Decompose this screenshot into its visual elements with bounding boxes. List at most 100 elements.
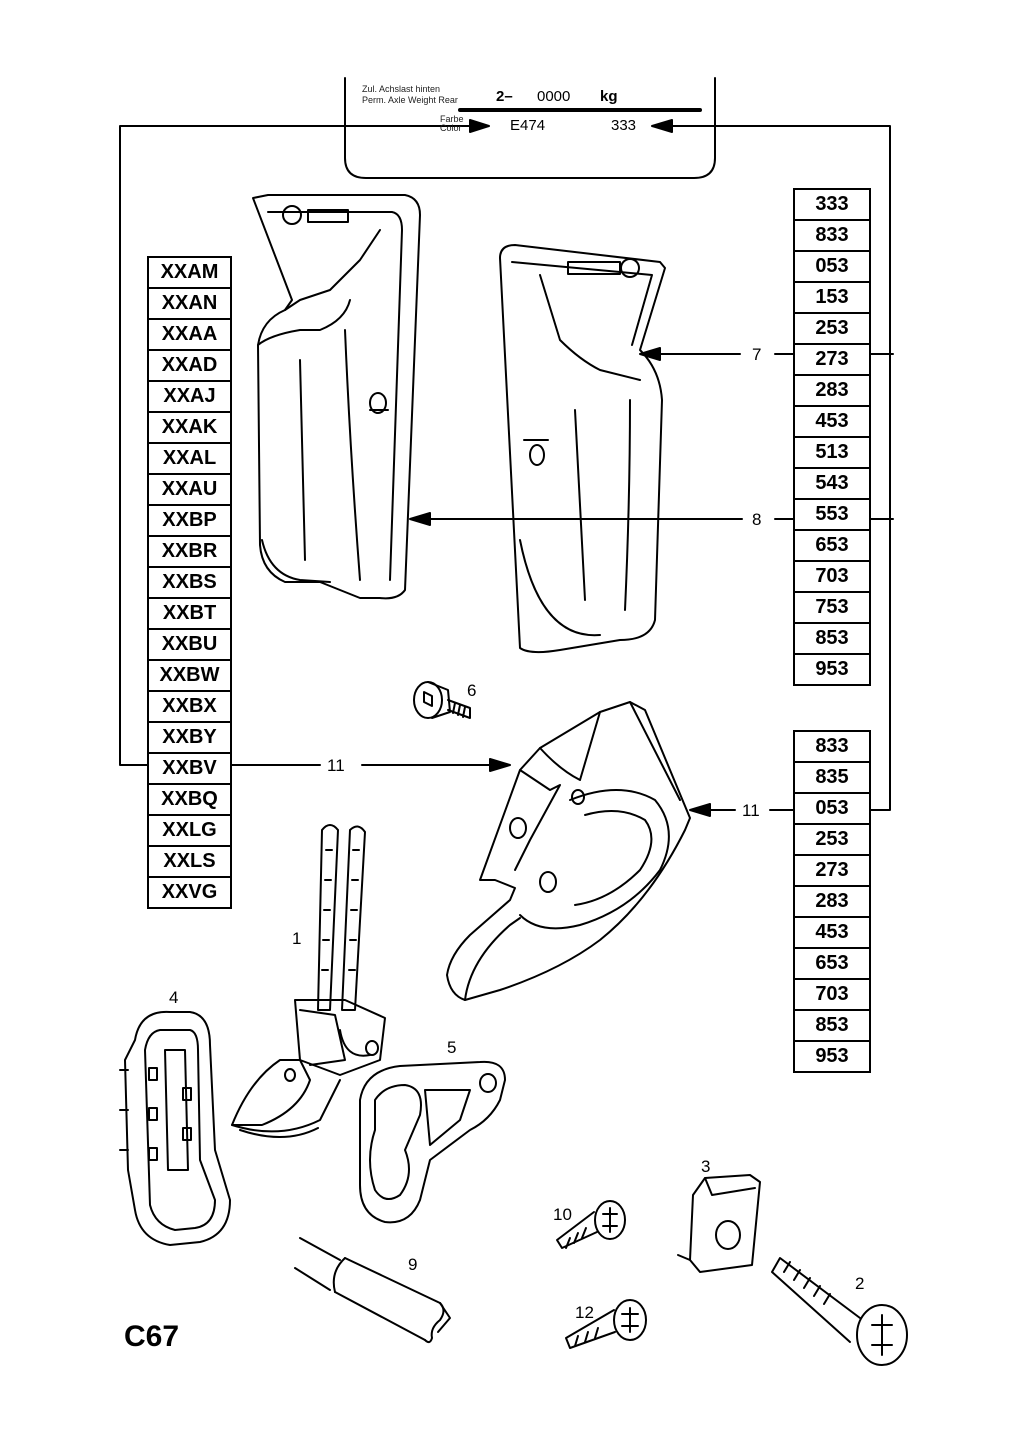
model-code-cell: XXAD (147, 349, 232, 382)
model-code-row: XXBP (147, 504, 232, 537)
color-code-cell: 253 (793, 312, 871, 345)
axle-label-english: Perm. Axle Weight Rear (362, 95, 458, 105)
color-code-row: 453 (793, 405, 871, 438)
model-code-row: XXAN (147, 287, 232, 320)
callout-7: 7 (752, 345, 762, 364)
color-code-cell: 543 (793, 467, 871, 500)
color-code-cell: 273 (793, 854, 871, 887)
color-code-cell: 283 (793, 885, 871, 918)
color-code: E474 (510, 117, 546, 134)
color-code-cell: 653 (793, 947, 871, 980)
color-code-row: 283 (793, 885, 871, 918)
part-11-bracket-cover (446, 701, 691, 1001)
color-code-row: 283 (793, 374, 871, 407)
leader-11-left (119, 119, 511, 772)
model-code-row: XXBV (147, 752, 232, 785)
color-code-cell: 513 (793, 436, 871, 469)
model-code-row: XXLG (147, 814, 232, 847)
part-4-guide-frame (119, 1010, 231, 1246)
model-code-row: XXBT (147, 597, 232, 630)
color-code-row: 453 (793, 916, 871, 949)
color-code-cell: 053 (793, 792, 871, 825)
model-code-cell: XXBW (147, 659, 232, 692)
model-code-row: XXBR (147, 535, 232, 568)
model-code-cell: XXLS (147, 845, 232, 878)
model-code-row: XXAA (147, 318, 232, 351)
color-code-row: 543 (793, 467, 871, 500)
part-8-trim-panel-left (252, 194, 421, 600)
callout-4: 4 (169, 988, 179, 1007)
model-code-cell: XXBP (147, 504, 232, 537)
color-code-row: 703 (793, 978, 871, 1011)
model-code-row: XXBX (147, 690, 232, 723)
model-code-cell: XXAN (147, 287, 232, 320)
color-code-cell: 853 (793, 1009, 871, 1042)
model-code-cell: XXAK (147, 411, 232, 444)
color-code-row: 833 (793, 730, 871, 763)
model-code-cell: XXAA (147, 318, 232, 351)
label-plate-frame (344, 77, 716, 179)
part-3-clip-nut (677, 1174, 761, 1273)
model-code-cell: XXBV (147, 752, 232, 785)
color-code-cell: 853 (793, 622, 871, 655)
callout-8: 8 (752, 510, 762, 529)
model-code-row: XXBY (147, 721, 232, 754)
color-code-cell: 283 (793, 374, 871, 407)
model-code-row: XXAK (147, 411, 232, 444)
color-code-row: 273 (793, 343, 871, 376)
model-code-row: XXAU (147, 473, 232, 506)
color-code-row: 653 (793, 947, 871, 980)
color-label-german: Farbe (440, 114, 464, 124)
page-code: C67 (124, 1320, 180, 1353)
model-code-row: XXAD (147, 349, 232, 382)
model-code-cell: XXBT (147, 597, 232, 630)
leader-11-right (651, 119, 891, 817)
callout-5: 5 (447, 1038, 457, 1057)
axle-weight-unit: kg (600, 88, 618, 105)
model-code-row: XXAM (147, 256, 232, 289)
part-12-screw (565, 1299, 647, 1349)
color-code-row: 253 (793, 312, 871, 345)
model-code-cell: XXAJ (147, 380, 232, 413)
color-code-cell: 653 (793, 529, 871, 562)
axle-weight-value: 0000 (537, 88, 571, 105)
model-code-row: XXAL (147, 442, 232, 475)
color-code-row: 253 (793, 823, 871, 856)
callout-2: 2 (855, 1274, 865, 1293)
color-code-row: 853 (793, 622, 871, 655)
model-code-row: XXBW (147, 659, 232, 692)
model-code-row: XXBU (147, 628, 232, 661)
color-code-row: 703 (793, 560, 871, 593)
model-code-row: XXBS (147, 566, 232, 599)
color-code-row: 053 (793, 792, 871, 825)
color-code-row: 553 (793, 498, 871, 531)
model-code-cell: XXVG (147, 876, 232, 909)
color-code-row: 833 (793, 219, 871, 252)
model-code-cell: XXAL (147, 442, 232, 475)
part-6-bolt (413, 681, 471, 719)
color-code-cell: 953 (793, 1040, 871, 1073)
model-code-cell: XXBX (147, 690, 232, 723)
part-7-trim-panel-right (499, 244, 666, 654)
callout-3: 3 (701, 1157, 711, 1176)
color-code-cell: 153 (793, 281, 871, 314)
color-code-cell: 553 (793, 498, 871, 531)
callout-10: 10 (553, 1205, 572, 1224)
axle-prefix: 2– (496, 88, 513, 105)
color-code-row: 153 (793, 281, 871, 314)
part-1-hinge-strap (231, 824, 386, 1138)
callout-11-left: 11 (327, 756, 345, 775)
part-9-rubber-strip (294, 1237, 451, 1344)
part-10-screw (556, 1200, 626, 1249)
model-code-row: XXBQ (147, 783, 232, 816)
color-code-row: 835 (793, 761, 871, 794)
callout-1: 1 (292, 929, 302, 948)
callout-6: 6 (467, 681, 477, 700)
model-code-row: XXAJ (147, 380, 232, 413)
color-code-cell: 753 (793, 591, 871, 624)
color-code-cell: 833 (793, 730, 871, 763)
